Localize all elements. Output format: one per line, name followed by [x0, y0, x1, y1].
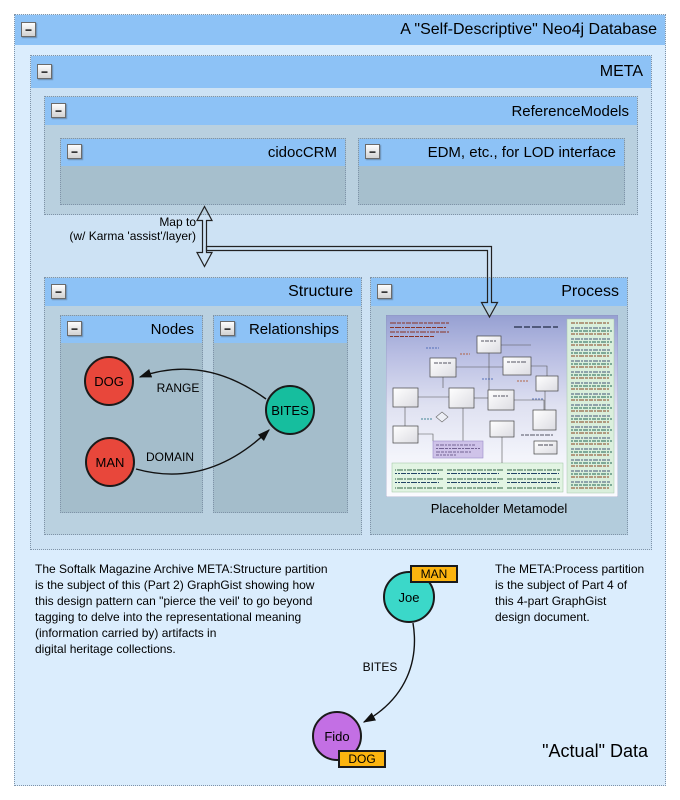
nodes-title-bar: − Nodes [61, 316, 202, 343]
minus-icon: − [54, 103, 62, 118]
meta-title: META [599, 63, 643, 80]
relationships-title-bar: − Relationships [214, 316, 347, 343]
database-title: A "Self-Descriptive" Neo4j Database [400, 21, 657, 38]
minus-icon: − [380, 284, 388, 299]
group-box-cidoccrm: − cidocCRM [60, 138, 346, 205]
node-dog-label: DOG [94, 373, 124, 389]
edm-title: EDM, etc., for LOD interface [427, 144, 616, 161]
group-box-edm: − EDM, etc., for LOD interface [358, 138, 625, 205]
structure-title-bar: − Structure [45, 278, 361, 306]
cidoccrm-title-bar: − cidocCRM [61, 139, 345, 166]
collapse-button-edm[interactable]: − [365, 144, 380, 159]
tag-man[interactable]: MAN [410, 565, 458, 583]
edge-label-range: RANGE [156, 381, 200, 395]
collapse-button-meta[interactable]: − [37, 64, 52, 79]
node-man-label: MAN [95, 454, 125, 470]
collapse-button-relationships[interactable]: − [220, 321, 235, 336]
collapse-button-reference-models[interactable]: − [51, 103, 66, 118]
minus-icon: − [54, 284, 62, 299]
reference-models-title: ReferenceModels [511, 102, 629, 120]
relationships-title: Relationships [248, 321, 339, 338]
process-partition-note: The META:Process partition is the subjec… [495, 562, 645, 624]
node-bites-label: BITES [271, 402, 309, 418]
edge-label-domain: DOMAIN [146, 450, 194, 464]
minus-icon: − [24, 22, 32, 37]
node-fido-label: Fido [324, 728, 350, 744]
node-joe[interactable]: Joe [383, 571, 435, 623]
group-box-process: − Process [370, 277, 628, 535]
collapse-button-structure[interactable]: − [51, 284, 66, 299]
collapse-button-database[interactable]: − [21, 22, 36, 37]
cidoccrm-title: cidocCRM [267, 144, 337, 161]
process-title: Process [561, 283, 619, 300]
map-to-label: Map to (w/ Karma 'assist'/layer) [69, 215, 196, 243]
node-man[interactable]: MAN [85, 437, 135, 487]
collapse-button-cidoccrm[interactable]: − [67, 144, 82, 159]
minus-icon: − [368, 144, 376, 159]
minus-icon: − [40, 64, 48, 79]
tag-dog[interactable]: DOG [338, 750, 386, 768]
node-joe-label: Joe [398, 589, 420, 605]
collapse-button-nodes[interactable]: − [67, 321, 82, 336]
structure-partition-note: The Softalk Magazine Archive META:Struct… [35, 562, 328, 656]
nodes-title: Nodes [150, 321, 194, 338]
edm-title-bar: − EDM, etc., for LOD interface [359, 139, 624, 166]
node-bites[interactable]: BITES [265, 385, 315, 435]
meta-title-bar: − META [31, 56, 651, 88]
tag-man-label: MAN [420, 567, 448, 581]
actual-data-label: "Actual" Data [542, 741, 648, 761]
metamodel-caption: Placeholder Metamodel [430, 501, 568, 516]
process-title-bar: − Process [371, 278, 627, 306]
node-dog[interactable]: DOG [84, 356, 134, 406]
database-title-bar: − A "Self-Descriptive" Neo4j Database [15, 15, 665, 45]
reference-models-title-bar: − ReferenceModels [45, 97, 637, 125]
tag-dog-label: DOG [348, 752, 376, 766]
collapse-button-process[interactable]: − [377, 284, 392, 299]
group-box-nodes: − Nodes [60, 315, 203, 513]
minus-icon: − [223, 321, 231, 336]
structure-title: Structure [288, 283, 353, 300]
edge-label-bites: BITES [362, 660, 398, 674]
minus-icon: − [70, 144, 78, 159]
minus-icon: − [70, 321, 78, 336]
